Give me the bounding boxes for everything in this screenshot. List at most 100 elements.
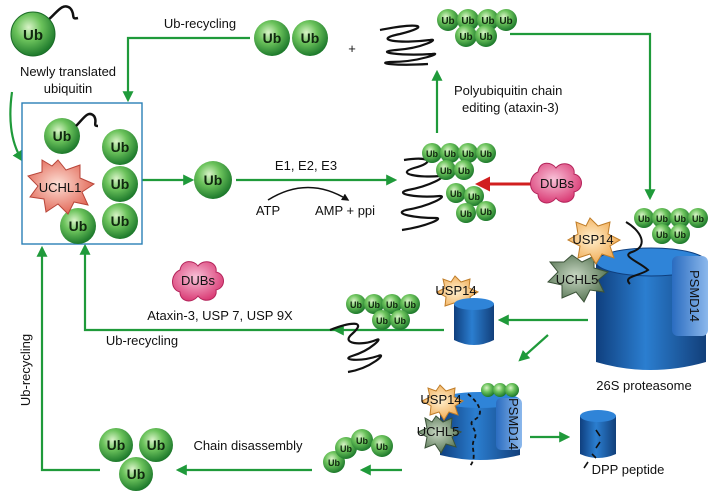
peptide-fragment-icon — [583, 429, 601, 469]
polyub-editing-label-2: editing (ataxin-3) — [462, 100, 559, 115]
ubiquitin-icon — [102, 166, 138, 202]
polyub-chain-proteasome: Ub Ub Ub Ub Ub Ub — [634, 208, 708, 244]
ub-label: Ub — [656, 214, 668, 224]
uchl5-label: UCHL5 — [556, 272, 599, 287]
dubs-center: DUBs — [530, 162, 582, 204]
ub-tail-icon — [47, 5, 79, 21]
ubiquitin-icon — [495, 9, 517, 31]
substrate-coil-icon — [379, 24, 437, 66]
ubiquitin-icon — [458, 143, 478, 163]
ub-recycling-left-label: Ub-recycling — [18, 334, 33, 406]
ubiquitin-icon — [436, 160, 456, 180]
ubiquitin-icon — [99, 428, 133, 462]
ub-label: Ub — [468, 192, 480, 202]
ubiquitin-icon — [371, 435, 393, 457]
ub-label: Ub — [328, 458, 340, 468]
ubiquitin-icon — [446, 183, 466, 203]
ub-dimer-top: Ub Ub — [254, 20, 328, 56]
psmd14-block — [672, 256, 708, 336]
proteasome-label: 26S proteasome — [596, 378, 691, 393]
plus-sign: + — [348, 41, 356, 56]
uchl1-starburst-icon — [27, 159, 96, 215]
ub-label: Ub — [480, 207, 492, 217]
ub-label: Ub — [69, 218, 88, 234]
ubiquitin-icon — [476, 143, 496, 163]
usp14-starburst-icon — [566, 217, 622, 265]
ub-label: Ub — [111, 176, 130, 192]
ubiquitin-icon — [477, 9, 499, 31]
ubiquitin-icon — [652, 224, 672, 244]
ub-recycling-top-label: Ub-recycling — [164, 16, 236, 31]
psmd14-label: PSMD14 — [687, 270, 702, 322]
ubiquitin-icon — [455, 25, 477, 47]
dubs-mid-label: DUBs — [181, 273, 215, 288]
ub-label: Ub — [426, 149, 438, 159]
ubiquitin-icon — [44, 118, 80, 154]
ub-label: Ub — [674, 230, 686, 240]
ubiquitin-icon — [634, 208, 654, 228]
ub-label: Ub — [440, 166, 452, 176]
ubiquitin-icon — [390, 310, 410, 330]
dpp-label: DPP peptide — [592, 462, 665, 477]
ubiquitin-icon — [346, 294, 366, 314]
ubiquitin-icon — [194, 161, 232, 199]
substrate-coil-icon — [329, 322, 383, 374]
ub-label: Ub — [404, 300, 416, 310]
ub-label: Ub — [479, 32, 492, 43]
usp14-small-group: USP14 — [435, 275, 494, 345]
ubiquitin-icon — [351, 429, 373, 451]
ubiquitin-icon — [372, 310, 392, 330]
arrow-to-proteasome — [510, 32, 656, 201]
ub-label: Ub — [394, 316, 406, 326]
usp14-starburst-icon — [420, 384, 465, 421]
ubiquitin-icon — [254, 20, 290, 56]
ub-label: Ub — [368, 300, 380, 310]
ub-label: Ub — [481, 16, 494, 27]
ub-label: Ub — [111, 139, 130, 155]
ubiquitin-icon — [464, 186, 484, 206]
arrow-left-recycle — [36, 245, 100, 472]
ub-label: Ub — [450, 189, 462, 199]
ub-label: Ub — [458, 166, 470, 176]
ub-label: Ub — [147, 437, 166, 453]
chain-disassembly-label: Chain disassembly — [193, 438, 303, 453]
dubs-mid: DUBs — [172, 261, 224, 302]
uchl5-starburst-icon — [546, 254, 610, 303]
ubiquitin-icon — [670, 224, 690, 244]
usp14-small-label: USP14 — [435, 283, 476, 298]
usp14-bottom-label: USP14 — [420, 392, 461, 407]
ub-label: Ub — [376, 316, 388, 326]
ubiquitin-icon — [476, 201, 496, 221]
ub-label: Ub — [444, 149, 456, 159]
ub-label: Ub — [376, 442, 388, 452]
ub-label: Ub — [638, 214, 650, 224]
polyub-editing-label-1: Polyubiquitin chain — [454, 83, 562, 98]
ubiquitin-icon — [688, 208, 708, 228]
uchl1-label: UCHL1 — [39, 180, 82, 195]
polyub-chain-top: Ub Ub Ub Ub Ub Ub — [437, 9, 517, 47]
ubiquitin-icon — [102, 129, 138, 165]
ub-label: Ub — [204, 172, 223, 188]
ubiquitin-icon — [505, 383, 519, 397]
ubiquitin-icon — [139, 428, 173, 462]
atp-label: ATP — [256, 203, 280, 218]
flow-arrows — [9, 32, 656, 476]
substrate-coil-icon — [467, 393, 481, 467]
ub-label: Ub — [53, 128, 72, 144]
ub-label: Ub — [386, 300, 398, 310]
ubiquitin-icon — [364, 294, 384, 314]
ub-label: Ub — [263, 30, 282, 46]
ub-label: Ub — [111, 213, 130, 229]
ub-label: Ub — [674, 214, 686, 224]
ub-label: Ub — [340, 444, 352, 454]
ub-label: Ub — [459, 32, 472, 43]
atp-amp-arrow — [267, 186, 350, 201]
newly-translated-label-2: ubiquitin — [44, 81, 92, 96]
ub-pool: Ub Ub Ub Ub Ub UCHL1 — [27, 112, 138, 244]
dubs-label: DUBs — [540, 176, 574, 191]
unanchored-chain: Ub Ub Ub Ub — [323, 429, 393, 473]
polyub-chain-mid: Ub Ub Ub Ub Ub Ub — [346, 294, 420, 330]
proteasome-large: PSMD14 UCHL5 USP14 — [546, 217, 708, 370]
amp-label: AMP + ppi — [315, 203, 375, 218]
